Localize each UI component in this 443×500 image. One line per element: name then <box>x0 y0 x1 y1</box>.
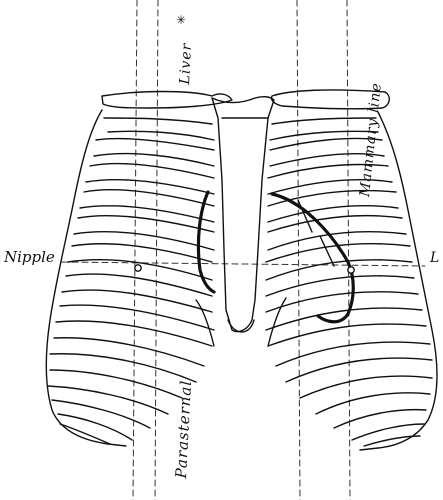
right-rib-cage-outline <box>359 111 438 451</box>
right-nipple-marker <box>347 266 355 274</box>
l-label: L <box>430 250 440 266</box>
left-ribs <box>47 117 215 445</box>
left-clavicle <box>101 90 233 109</box>
right-ribs <box>265 117 433 447</box>
heart-border-left <box>196 190 216 294</box>
heart-border-right <box>270 192 355 324</box>
nipple-label: Nipple <box>4 248 55 266</box>
liver-label: Liver <box>177 42 196 85</box>
sternum <box>211 95 275 333</box>
right-clavicle <box>270 89 390 110</box>
vertical-guide-lines <box>132 0 351 500</box>
star-marker: ✳ <box>176 13 186 27</box>
nipple-line <box>61 261 426 267</box>
left-nipple-marker <box>134 264 142 272</box>
